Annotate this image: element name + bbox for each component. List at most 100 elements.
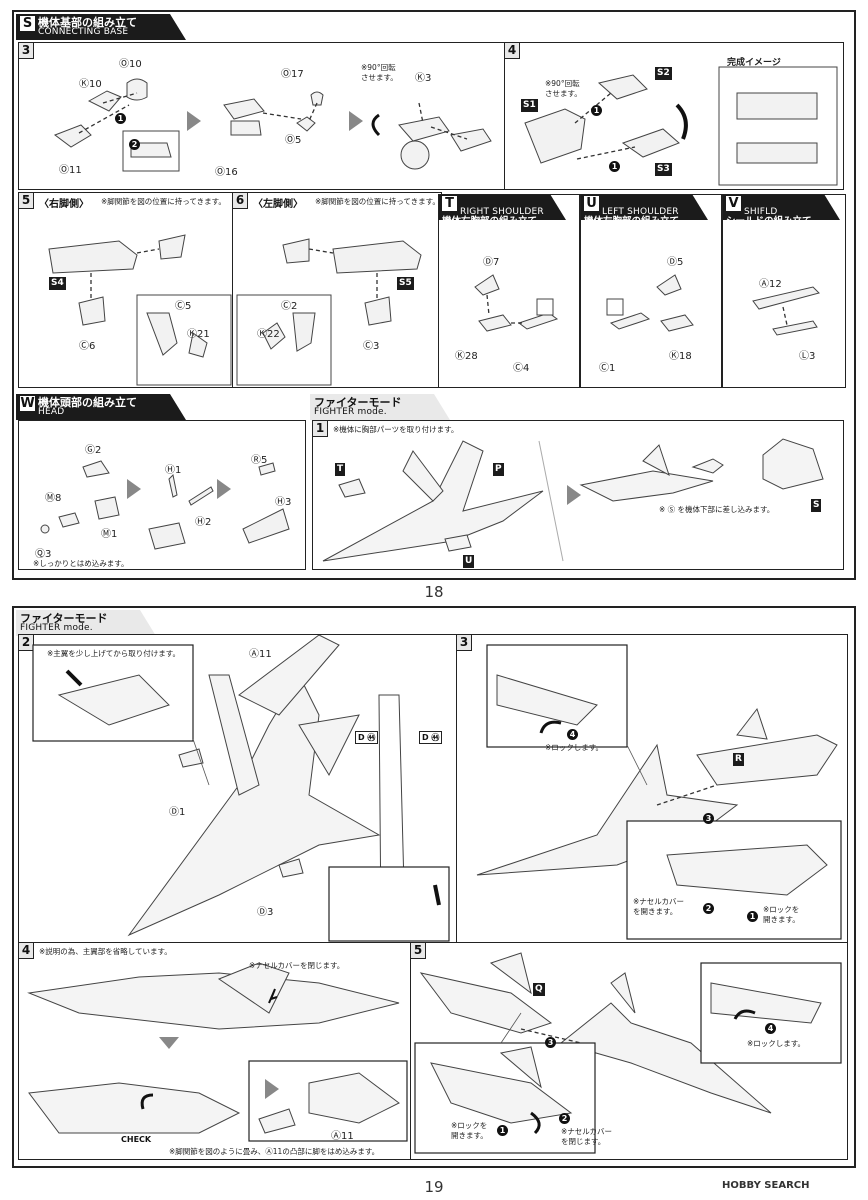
cover-note: ※ナセルカバー を閉じます。 <box>561 1127 613 1146</box>
part-label: Ⓞ5 <box>285 135 302 146</box>
part-tag: S <box>811 499 822 512</box>
part-label: Ⓐ12 <box>759 279 782 290</box>
step-note: ※主翼を少し上げてから取り付けます。 <box>47 649 181 658</box>
section-header-fighter: ファイターモード FIGHTER mode. <box>16 610 156 636</box>
section-u-box: U機体左胸部の組み立て LEFT SHOULDER Ⓓ5 Ⓒ1 Ⓚ18 <box>580 194 722 388</box>
part-label: Ⓒ2 <box>281 301 298 312</box>
next-arrow <box>567 485 581 505</box>
part-label: Ⓒ6 <box>79 341 96 352</box>
order-number: 2 <box>703 903 714 914</box>
section-header-t: T機体右胸部の組み立て RIGHT SHOULDER <box>438 194 566 220</box>
order-number: 2 <box>559 1113 570 1124</box>
part-label: Ⓗ3 <box>275 497 292 508</box>
part-tag: T <box>335 463 346 476</box>
step-note: ※脚関節を図の位置に持ってきます。 <box>315 197 440 206</box>
step-number: 3 <box>457 635 472 651</box>
lock-note: ※ロックします。 <box>747 1039 806 1048</box>
unlock-note: ※ロックを 開きます。 <box>451 1121 488 1140</box>
step-2-illustration <box>32 635 450 942</box>
part-label: Ⓓ7 <box>483 257 500 268</box>
part-label: Ⓓ1 <box>169 807 186 818</box>
part-label: Ⓡ5 <box>251 455 268 466</box>
fighter-step-1-illustration <box>322 438 824 562</box>
cover-note: ※ナセルカバー を開きます。 <box>633 897 685 916</box>
section-letter: V <box>726 196 741 211</box>
part-label: Ⓜ1 <box>101 529 118 540</box>
part-label: Ⓖ2 <box>85 445 102 456</box>
part-tag: S1 <box>521 99 538 112</box>
order-number: 3 <box>545 1037 556 1048</box>
order-number: 1 <box>591 105 602 116</box>
section-title-jp: 機体基部の組み立て <box>38 16 137 29</box>
next-arrow <box>265 1079 279 1099</box>
section-header-fighter: ファイターモード FIGHTER mode. <box>310 394 450 420</box>
section-title-en: FIGHTER mode. <box>20 623 93 633</box>
part-label: Ⓞ16 <box>215 167 238 178</box>
section-v-illustration <box>752 286 820 336</box>
part-tag: S5 <box>397 277 414 290</box>
section-title-jp: ファイターモード <box>314 396 402 409</box>
section-v-box: Vシールドの組み立て SHIFLD Ⓐ12 Ⓛ3 <box>722 194 846 388</box>
step-number: 4 <box>19 943 34 959</box>
step-4-illustration <box>27 962 408 1142</box>
next-arrow <box>127 479 141 499</box>
step-5-box: 5 Q 3 4 ※ロックします。 ※ロックを 開きます。 <box>410 942 848 1160</box>
step-title: 〈右脚側〉 <box>39 199 89 210</box>
step-number: 5 <box>19 193 34 209</box>
part-label: Ⓞ11 <box>59 165 82 176</box>
step-5-illustration <box>414 952 842 1154</box>
next-arrow <box>187 111 201 131</box>
order-number: 1 <box>747 911 758 922</box>
part-tag: U <box>463 555 475 568</box>
order-number: 4 <box>567 729 578 740</box>
section-title-en: FIGHTER mode. <box>314 407 387 417</box>
part-label: Ⓗ2 <box>195 517 212 528</box>
step-4-box: 4 S1 S2 S3 ※90°回転 させます。 完成イメージ 1 1 <box>504 42 844 190</box>
part-label: Ⓚ21 <box>187 329 210 340</box>
section-letter: T <box>442 196 457 211</box>
step-note: ※脚関節を図の位置に持ってきます。 <box>101 197 226 206</box>
part-label: Ⓓ5 <box>667 257 684 268</box>
section-u-illustration <box>606 274 694 332</box>
part-label: Ⓒ5 <box>175 301 192 312</box>
part-badge: D ㊹ <box>355 731 379 744</box>
part-label: Ⓚ22 <box>257 329 280 340</box>
section-letter: S <box>20 16 35 31</box>
part-badge: D ㊹ <box>419 731 443 744</box>
next-arrow <box>349 111 363 131</box>
step-6-box: 6 〈左脚側〉 ※脚関節を図の位置に持ってきます。 S5 Ⓒ2 Ⓒ3 Ⓚ22 <box>232 192 442 388</box>
section-title-jp: 機体頭部の組み立て <box>38 396 137 409</box>
step-3-box: 3 4 ※ロックします。 R 3 ※ナセルカバー を開きます。 2 1 ※ロック… <box>456 634 848 944</box>
step-3-box: 3 Ⓚ10 Ⓞ10 Ⓞ11 <box>18 42 506 190</box>
part-label: Ⓐ11 <box>331 1131 354 1142</box>
step-number: 2 <box>19 635 34 651</box>
part-label: Ⓚ18 <box>669 351 692 362</box>
part-label: Ⓞ17 <box>281 69 304 80</box>
order-number: 2 <box>129 139 140 150</box>
section-title-en: RIGHT SHOULDER <box>460 207 544 217</box>
step-number: 1 <box>313 421 328 437</box>
bottom-note: ※脚関節を図のように畳み、Ⓐ11の凸部に脚をはめ込みます。 <box>169 1147 380 1156</box>
part-tag: P <box>493 463 504 476</box>
section-t-box: T機体右胸部の組み立て RIGHT SHOULDER Ⓓ7 Ⓚ28 Ⓒ4 <box>438 194 580 388</box>
part-tag: Q <box>533 983 545 996</box>
hobby-search-logo: HOBBY SEARCH <box>722 1180 810 1191</box>
step-5-illustration <box>48 234 232 386</box>
step-title: 〈左脚側〉 <box>253 199 303 210</box>
manual-page-19: ファイターモード FIGHTER mode. 2 ※主翼を少し上げてから取り付け… <box>12 606 856 1168</box>
section-title-jp: ファイターモード <box>20 612 108 625</box>
page-number: 18 <box>424 583 444 601</box>
section-title-en: SHIFLD <box>744 207 778 217</box>
order-number: 1 <box>115 113 126 124</box>
section-letter: W <box>20 396 35 411</box>
section-letter: U <box>584 196 599 211</box>
step-2-box: 2 ※主翼を少し上げてから取り付けます。 Ⓐ11 Ⓓ1 Ⓓ3 D ㊹ D ㊹ <box>18 634 458 944</box>
step-4-illustration <box>524 66 838 186</box>
section-w-box: Ⓖ2 Ⓜ8 Ⓜ1 Ⓠ3 Ⓗ1 Ⓗ2 Ⓡ5 Ⓗ3 ※しっかりとはめ込みます。 <box>18 420 306 570</box>
page-number: 19 <box>424 1178 444 1196</box>
fighter-step-1-box: 1 ※機体に胸部パーツを取り付けます。 T P U S ※ Ⓢ を機体下部に差し… <box>312 420 844 570</box>
part-label: Ⓒ3 <box>363 341 380 352</box>
order-number: 4 <box>765 1023 776 1034</box>
step-number: 4 <box>505 43 520 59</box>
